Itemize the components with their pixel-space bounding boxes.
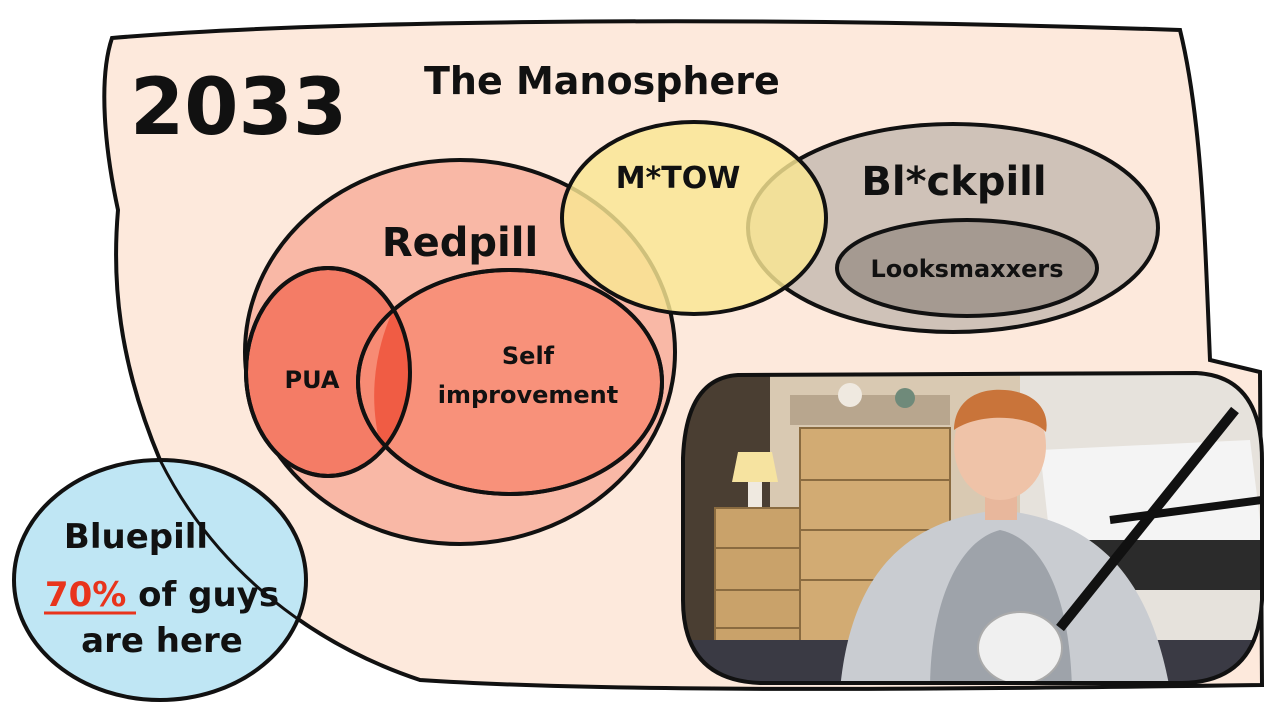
microphone-icon — [977, 611, 1063, 683]
webcam-inset — [683, 373, 1262, 683]
redpill-label: Redpill — [382, 220, 538, 266]
looksmaxxers-label: Looksmaxxers — [870, 255, 1063, 283]
page-title: The Manosphere — [424, 59, 780, 103]
bluepill-percent-line: 70% of guys — [45, 575, 279, 615]
self-improvement-label-line2: improvement — [438, 381, 619, 409]
bluepill-percent: 70% — [45, 575, 138, 615]
bluepill-of-guys: of guys — [138, 575, 279, 615]
pua-label: PUA — [285, 366, 340, 394]
blackpill-label: Bl*ckpill — [861, 159, 1046, 205]
mtow-label: M*TOW — [616, 161, 741, 196]
mtow-circle — [560, 120, 828, 316]
year-label: 2033 — [130, 63, 347, 153]
bluepill-label: Bluepill — [64, 517, 208, 557]
bluepill-are-here: are here — [81, 621, 243, 661]
self-improvement-label-line1: Self — [502, 342, 555, 370]
looksmaxxers-circle — [835, 218, 1099, 318]
